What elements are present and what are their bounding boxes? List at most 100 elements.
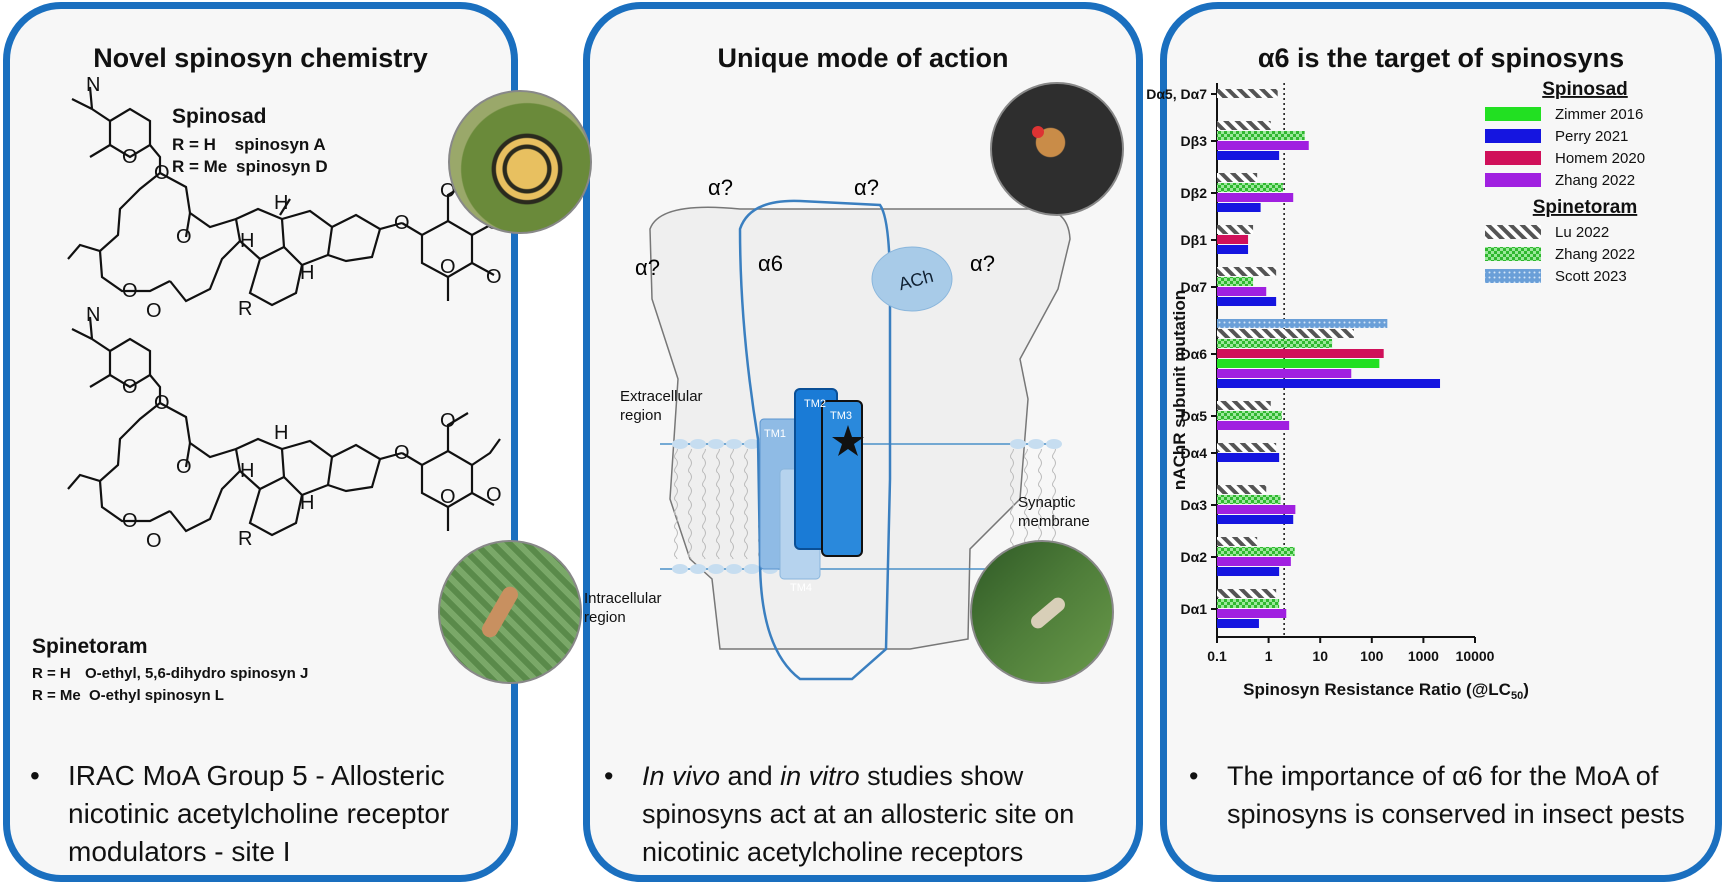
bar-1-3 [1217,151,1280,160]
oxygen-label-3: O [176,226,192,248]
legend-label-5: Zhang 2022 [1555,246,1635,263]
thrips-insect-icon [479,583,521,641]
bar-4-2 [1217,287,1267,296]
r-label-1: R [238,298,252,320]
y-axis-label: nAChR subunit mutation [1170,290,1189,490]
fly-eye-icon [1032,126,1044,138]
subunit-label-right: α? [970,251,995,276]
y-tick-label-4: Dα7 [1180,279,1207,295]
x-tick-label-3: 100 [1360,648,1384,664]
resistance-ratio-chart: Dα5, Dα7Dβ3Dβ2Dβ1Dα7Dα6Dα5Dα4Dα3Dα2Dα10.… [1146,79,1645,702]
h-label-6: H [300,492,314,514]
spinetoram-r2-name: O-ethyl spinosyn L [88,687,224,704]
spinosad-r2-name: spinosyn D [236,157,328,176]
legend-swatch-2 [1485,151,1541,165]
nitrogen-label-1: N [86,74,100,96]
oxygen-label-1: O [122,146,138,168]
h-label-5: H [274,422,288,444]
tm2-label: TM2 [804,398,826,410]
panel2-bullet-invitro: in vitro [780,761,860,791]
spinetoram-r1: R = H O-ethyl, 5,6-dihydro spinosyn J [32,665,308,682]
oxygen-label-10: O [486,266,502,288]
bar-3-1 [1217,235,1249,244]
panel3-bullet-text: The importance of α6 for the MoA of spin… [1227,761,1685,829]
oxygen-label-18: O [440,410,456,432]
bar-2-1 [1217,183,1283,192]
thrips-photo [438,540,582,684]
panel1-bullet-text: IRAC MoA Group 5 - Allosteric nicotinic … [68,760,450,867]
y-tick-label-10: Dα1 [1180,601,1207,617]
oxygen-label-19: O [486,484,502,506]
bar-8-3 [1217,515,1294,524]
oxygen-label-14: O [122,510,138,532]
oxygen-label-17: O [440,486,456,508]
panel3-title: α6 is the target of spinosyns [1257,43,1625,73]
bar-10-2 [1217,609,1287,618]
extracellular-label: Extracellular region [620,388,703,424]
legend-swatch-0 [1485,107,1541,121]
bar-9-0 [1217,537,1258,546]
legend-label-1: Perry 2021 [1555,128,1628,145]
y-tick-label-6: Dα5 [1180,408,1207,424]
panel3-bullet: • The importance of α6 for the MoA of sp… [1189,757,1697,833]
intracellular-label: Intracellular region [584,590,662,626]
panel1-title: Novel spinosyn chemistry [93,43,428,73]
subunit-label-left: α? [635,255,660,280]
oxygen-label-6: O [394,212,410,234]
bar-0-0 [1217,89,1278,98]
oxygen-label-7: O [440,256,456,278]
h-label-4: H [240,460,254,482]
synaptic-membrane-label: Synaptic membrane [1018,494,1090,530]
spinetoram-r2-label: R = Me [32,687,81,704]
spinosad-r1-label: R = H [172,135,216,154]
oxygen-label-13: O [176,456,192,478]
x-tick-label-1: 1 [1265,648,1273,664]
r-label-2: R [238,528,252,550]
bar-1-1 [1217,131,1305,140]
bar-5-3 [1217,349,1384,358]
nitrogen-label-2: N [86,304,100,326]
legend-label-0: Zimmer 2016 [1555,106,1643,123]
y-tick-label-3: Dβ1 [1181,232,1208,248]
bar-2-0 [1217,173,1258,182]
y-tick-label-5: Dα6 [1180,346,1207,362]
x-tick-label-4: 1000 [1408,648,1439,664]
moth-photo [970,540,1114,684]
bar-6-1 [1217,411,1282,420]
panel2-title: Unique mode of action [717,43,1009,73]
legend-swatch-4 [1485,225,1541,239]
x-axis-label: Spinosyn Resistance Ratio (@LC50) [1243,680,1529,702]
bar-6-2 [1217,421,1290,430]
spinetoram-name: Spinetoram [32,635,148,658]
bar-7-0 [1217,443,1277,452]
panel2-bullet: • In vivo and in vitro studies show spin… [604,757,1112,871]
subunit-label-alpha6: α6 [758,251,783,276]
bar-5-6 [1217,379,1441,388]
legend-label-2: Homem 2020 [1555,150,1645,167]
allosteric-site-star-icon [832,425,864,456]
legend-heading-1: Spinetoram [1533,197,1638,218]
x-tick-label-5: 10000 [1456,648,1495,664]
bar-8-0 [1217,485,1267,494]
bar-5-4 [1217,359,1380,368]
bar-1-0 [1217,121,1271,130]
legend-label-4: Lu 2022 [1555,224,1609,241]
spinetoram-r1-label: R = H [32,665,71,682]
legend-label-3: Zhang 2022 [1555,172,1635,189]
oxygen-label-16: O [394,442,410,464]
legend-swatch-6 [1485,269,1541,283]
panel-spinosyn-chemistry: Novel spinosyn chemistry Spinosad R = H … [3,2,518,882]
bullet-dot-1: • [30,760,40,791]
panel2-bullet-rest: studies show spinosyns act at an alloste… [642,761,1075,867]
y-tick-label-8: Dα3 [1180,497,1207,513]
bar-10-3 [1217,619,1259,628]
bar-2-3 [1217,203,1261,212]
bar-9-3 [1217,567,1280,576]
x-axis-label-close: ) [1523,680,1529,699]
y-tick-label-1: Dβ3 [1181,133,1208,149]
oxygen-label-5: O [146,300,162,322]
h-label-2: H [274,192,288,214]
panel2-bullet-and: and [720,761,781,791]
y-tick-label-0: Dα5, Dα7 [1146,86,1207,102]
